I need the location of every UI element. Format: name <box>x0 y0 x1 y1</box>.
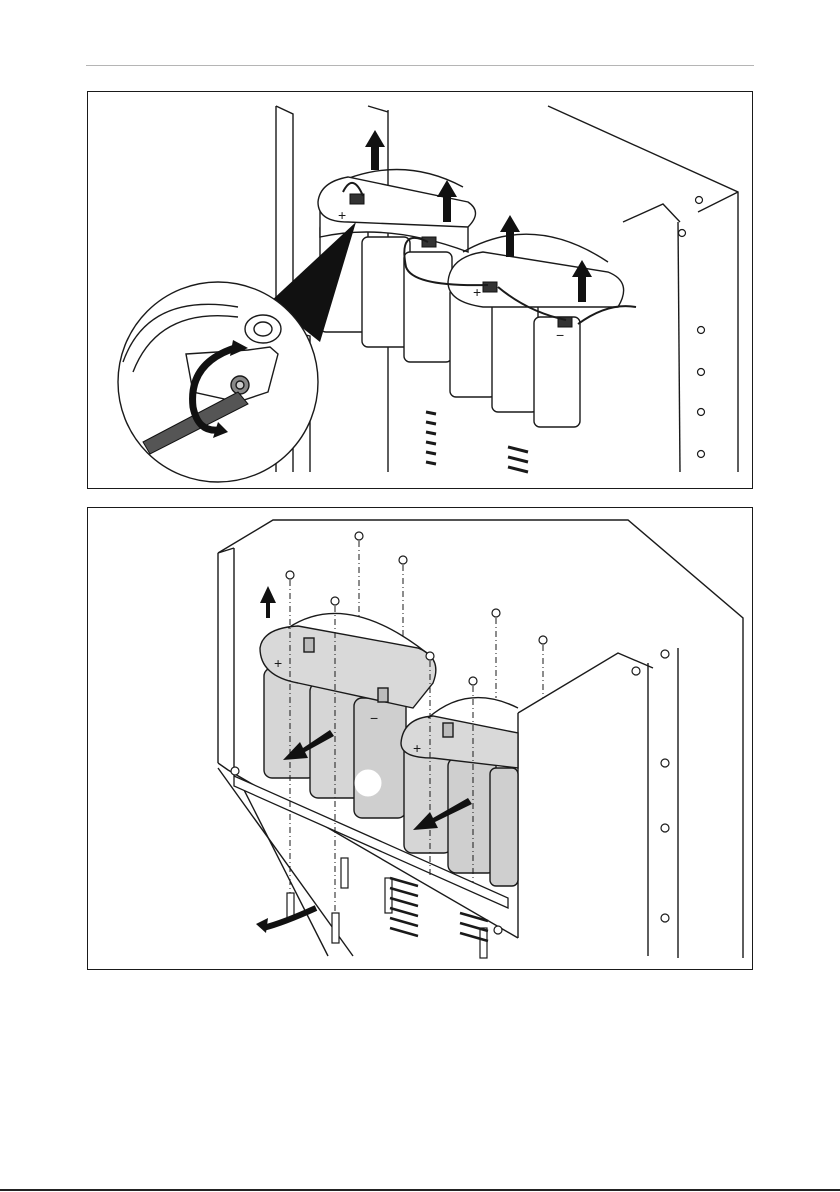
battery-2: + − <box>448 234 624 427</box>
svg-text:+: + <box>473 284 481 300</box>
figure-disconnect-cables: + + − <box>87 91 753 489</box>
svg-text:−: − <box>370 710 378 726</box>
svg-text:+: + <box>413 740 421 756</box>
footer-rule <box>0 1189 840 1191</box>
figure-remove-batteries: + − + <box>87 507 753 970</box>
cabinet-top-illustration: + + − <box>88 92 752 488</box>
svg-text:−: − <box>556 327 564 343</box>
battery-removal-illustration: + − + <box>88 508 752 969</box>
header-rule <box>86 65 754 66</box>
svg-text:+: + <box>338 207 346 223</box>
svg-text:+: + <box>274 655 282 671</box>
